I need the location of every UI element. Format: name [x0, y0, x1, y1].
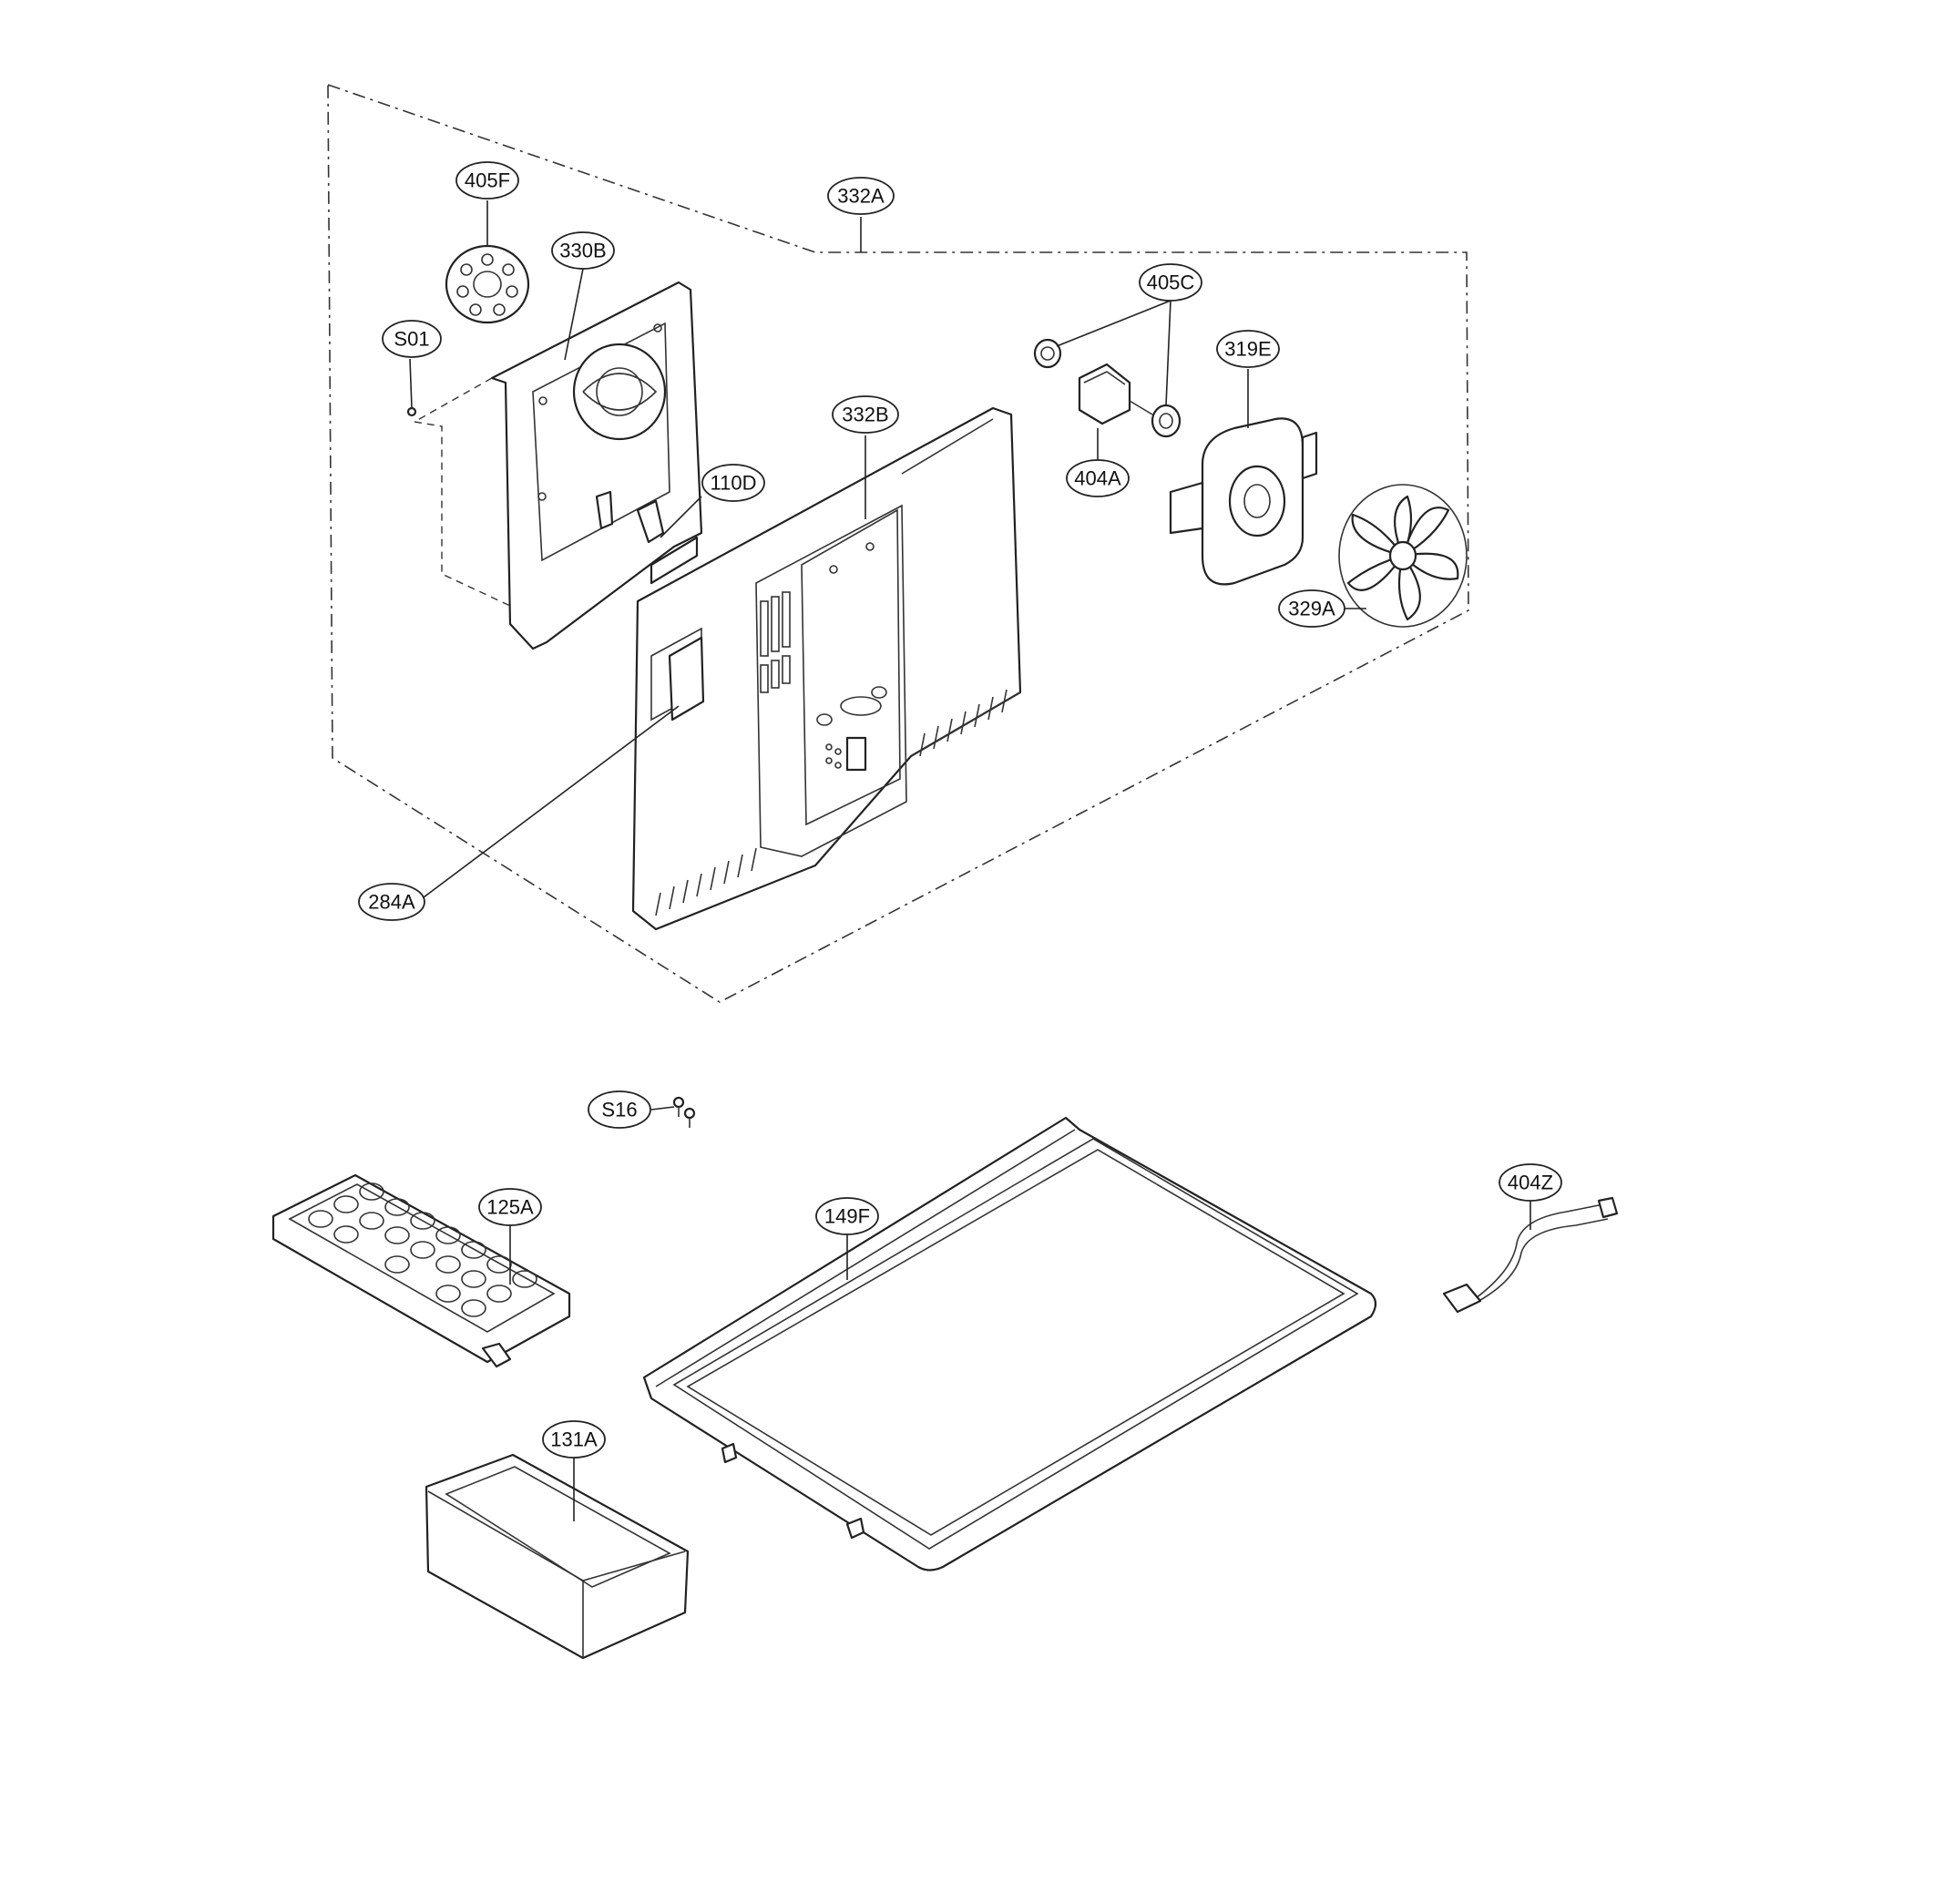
- mount-guide-lines: [414, 421, 511, 607]
- part-S01-screw: [406, 358, 417, 417]
- part-404A-motor: [1078, 363, 1153, 425]
- assembly-boundary-332A: [327, 83, 1469, 1003]
- callout-404Z: 404Z: [1499, 1163, 1562, 1202]
- callout-S01: S01: [382, 320, 442, 358]
- callout-label: 131A: [550, 1428, 598, 1451]
- callout-label: 319E: [1224, 338, 1271, 361]
- part-125A-ice-tray: [271, 1173, 571, 1368]
- part-405C-ring-left: [1033, 338, 1062, 369]
- callout-332B: 332B: [832, 395, 899, 434]
- callout-label: 332A: [837, 185, 885, 208]
- part-332B-cover: [631, 406, 1022, 931]
- callout-149F: 149F: [815, 1197, 879, 1235]
- callout-329A: 329A: [1278, 589, 1345, 628]
- callout-131A: 131A: [542, 1420, 606, 1459]
- part-330B-bracket: [490, 281, 703, 650]
- part-329A-fan-blade: [1338, 484, 1468, 628]
- callout-label: 404A: [1074, 467, 1121, 490]
- callout-label: 149F: [824, 1205, 870, 1228]
- callout-label: 329A: [1288, 598, 1335, 620]
- part-149F-shelf: [642, 1116, 1377, 1571]
- callout-110D: 110D: [701, 464, 765, 502]
- callout-label: 332B: [842, 404, 888, 426]
- callout-404A: 404A: [1066, 459, 1130, 497]
- part-319E-fan-shroud: [1169, 417, 1318, 586]
- callout-125A: 125A: [478, 1188, 542, 1226]
- callout-label: 405F: [465, 169, 510, 192]
- callout-S16: S16: [588, 1090, 651, 1129]
- part-405F-disc: [445, 244, 530, 324]
- part-S16-screws: [672, 1096, 696, 1128]
- callout-label: S01: [394, 328, 429, 351]
- callout-label: 284A: [368, 891, 415, 914]
- leader-lines: [423, 200, 1531, 1521]
- callout-332A: 332A: [827, 177, 895, 215]
- callout-label: 330B: [559, 240, 606, 262]
- part-404Z-wire-harness: [1442, 1196, 1619, 1314]
- callout-405F: 405F: [455, 161, 519, 200]
- callout-405C: 405C: [1139, 263, 1202, 302]
- part-131A-bin: [425, 1453, 690, 1660]
- callout-label: 125A: [486, 1196, 534, 1219]
- callout-label: S16: [601, 1099, 637, 1121]
- callout-284A: 284A: [358, 883, 425, 921]
- callout-label: 110D: [711, 472, 757, 495]
- callout-319E: 319E: [1216, 330, 1280, 368]
- callout-330B: 330B: [551, 231, 615, 270]
- callout-label: 404Z: [1508, 1172, 1553, 1194]
- callout-label: 405C: [1147, 271, 1195, 294]
- part-405C-ring-right: [1151, 404, 1182, 438]
